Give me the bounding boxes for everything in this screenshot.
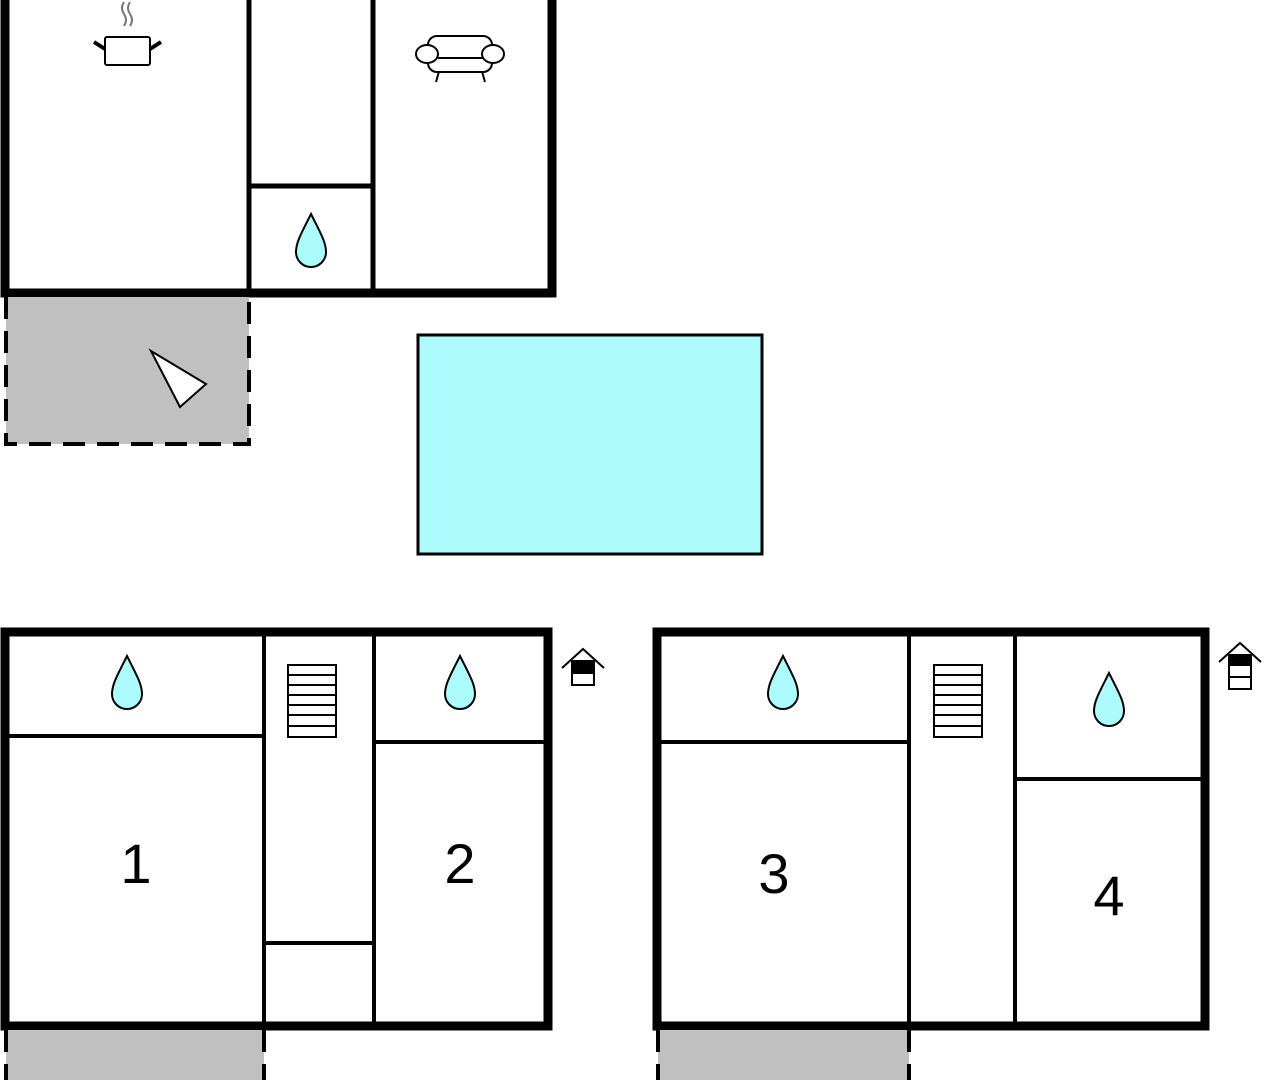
upper-terrace [4, 297, 251, 446]
stairs-icon [287, 664, 337, 738]
lower-left-terrace [4, 1030, 266, 1080]
sofa-icon [415, 35, 505, 83]
sun-direction-icon [148, 348, 208, 409]
lower-left-outer-wall [0, 627, 553, 1031]
room-number-1: 1 [120, 832, 151, 895]
water-drop-icon [110, 653, 144, 710]
room-number-4: 4 [1093, 864, 1124, 927]
terrace-dashed-edge [4, 297, 251, 446]
water-drop-icon [443, 653, 477, 710]
upper-floor-outer-wall [0, 0, 557, 298]
lower-right-terrace [656, 1030, 911, 1080]
water-drop-icon [766, 653, 800, 710]
floor-level-icon [1218, 641, 1262, 690]
lower-right-outer-wall [652, 627, 1210, 1031]
floor-level-icon [561, 647, 605, 686]
terrace-area [6, 297, 249, 444]
terrace-area [658, 1030, 909, 1080]
terrace-dashed-edge [656, 1030, 911, 1080]
terrace-area [6, 1030, 264, 1080]
lower-floor-left: 1 2 [0, 627, 553, 1031]
lower-floor-right: 3 4 [652, 627, 1210, 1031]
water-drop-icon [294, 211, 328, 268]
room-number-3: 3 [758, 842, 789, 905]
room-number-2: 2 [444, 832, 475, 895]
water-drop-icon [1092, 670, 1126, 727]
stairs-icon [933, 664, 983, 738]
cooking-pot-icon [92, 1, 163, 66]
upper-floor [0, 0, 557, 298]
swimming-pool [416, 333, 764, 556]
terrace-dashed-edge [4, 1030, 266, 1080]
